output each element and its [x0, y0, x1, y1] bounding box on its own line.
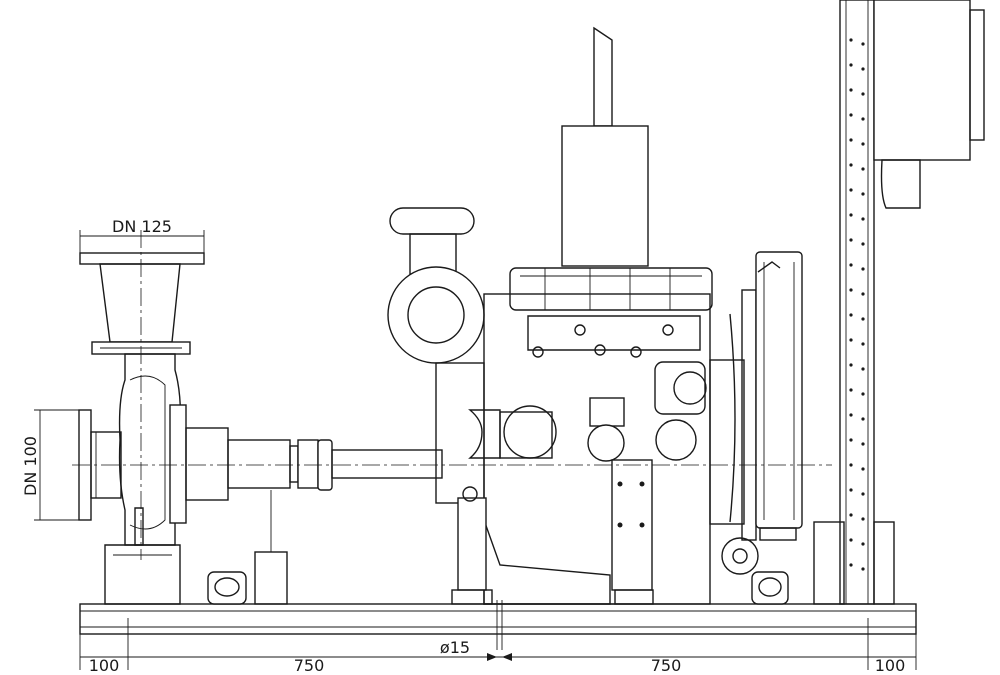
mast-hole	[849, 238, 853, 242]
dim-right-margin: 100	[875, 656, 906, 675]
mast-hole	[861, 67, 865, 71]
mast-hole	[849, 363, 853, 367]
mast-hole	[849, 463, 853, 467]
mast-hole	[861, 492, 865, 496]
mast-hole	[861, 342, 865, 346]
mast-hole	[861, 267, 865, 271]
mast-hole	[861, 242, 865, 246]
mast-hole	[861, 517, 865, 521]
diesel-engine	[451, 267, 759, 605]
mast-hole	[849, 513, 853, 517]
mast-hole	[849, 263, 853, 267]
radiator	[709, 251, 803, 541]
intake-and-exhaust	[387, 26, 649, 504]
base-frame	[79, 571, 917, 650]
mast-hole	[861, 292, 865, 296]
dim-left-span: 750	[294, 656, 325, 675]
mast-hole	[861, 467, 865, 471]
mast-hole	[849, 563, 853, 567]
mast-hole	[849, 63, 853, 67]
mast-hole	[861, 567, 865, 571]
mast-hole	[861, 142, 865, 146]
dimension-lines	[34, 230, 917, 670]
centrifugal-pump	[78, 252, 291, 605]
mast-hole	[849, 38, 853, 42]
coupling-shaft	[289, 439, 443, 491]
centre-lines	[72, 230, 832, 560]
mast-hole	[849, 88, 853, 92]
mast-hole	[861, 92, 865, 96]
mast-hole	[849, 163, 853, 167]
mast-hole	[849, 138, 853, 142]
dim-right-span: 750	[651, 656, 682, 675]
mast-hole	[861, 42, 865, 46]
dim-left-margin: 100	[89, 656, 120, 675]
mast-hole	[849, 438, 853, 442]
mast-hole	[849, 338, 853, 342]
mast-hole	[849, 413, 853, 417]
mast-hole	[861, 317, 865, 321]
dim-side-flange: DN 100	[21, 436, 40, 496]
mast-hole	[861, 442, 865, 446]
mast-hole	[849, 113, 853, 117]
mast-hole	[861, 542, 865, 546]
dim-bolt-hole: ø15	[440, 638, 470, 657]
mast-hole	[849, 213, 853, 217]
mast-hole	[849, 288, 853, 292]
mast-hole	[861, 117, 865, 121]
mast-hole	[861, 167, 865, 171]
mast-hole	[849, 388, 853, 392]
mast-hole	[849, 488, 853, 492]
mast-hole	[861, 217, 865, 221]
mast-hole	[849, 188, 853, 192]
mast-hole	[861, 192, 865, 196]
mast-hole	[861, 417, 865, 421]
mast-hole	[861, 367, 865, 371]
control-panel-mast	[813, 0, 985, 605]
dim-top-flange: DN 125	[112, 217, 172, 236]
mast-hole	[849, 538, 853, 542]
mast-hole	[849, 313, 853, 317]
mast-hole	[861, 392, 865, 396]
